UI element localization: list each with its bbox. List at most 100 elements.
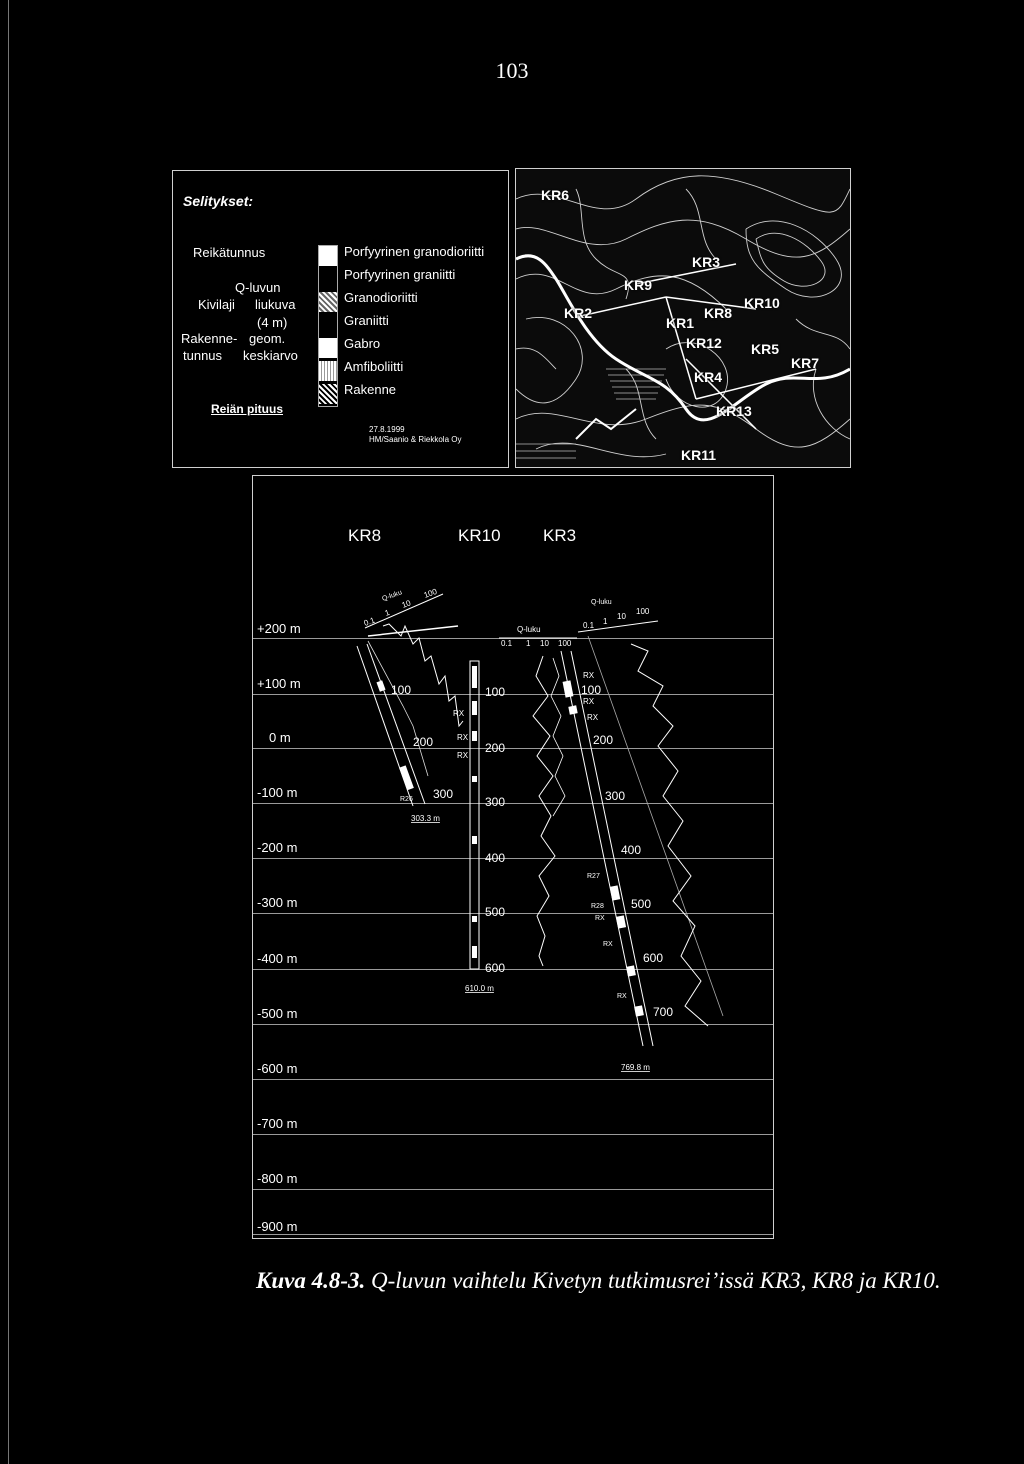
kr3-rx-label: RX [587, 713, 599, 722]
legend-item: Amfiboliitti [344, 359, 404, 374]
depth-label: +100 m [257, 676, 301, 691]
depth-line [253, 1134, 773, 1135]
kr10-length-label: 610.0 m [465, 984, 494, 993]
kr10-q-tick: 1 [526, 639, 531, 648]
depth-label: -200 m [257, 840, 298, 855]
kr3-q-tick: 100 [636, 607, 650, 616]
kr3-rx-label: RX [603, 941, 613, 948]
depth-line [253, 858, 773, 859]
kr3-depth-mark: 200 [593, 733, 613, 747]
well-header-kr8: KR8 [348, 526, 382, 545]
swatch-porphyritic-granite [319, 269, 337, 289]
kr3-depth-mark: 400 [621, 843, 641, 857]
depth-label: -800 m [257, 1171, 298, 1186]
kr3-length-label: 769.8 m [621, 1063, 650, 1072]
legend-q-value: Q-luvun [235, 280, 281, 295]
kr3-rx-label: RX [595, 915, 605, 922]
kr3-r27-label: R27 [587, 873, 600, 880]
page-number: 103 [495, 58, 529, 83]
caption-text: Q-luvun vaihtelu Kivetyn tutkimusrei’iss… [371, 1268, 941, 1293]
kr8-structure-label: R26 [400, 796, 413, 803]
kr3-depth-mark: 300 [605, 789, 625, 803]
map-label-kr13: KR13 [716, 403, 752, 419]
kr3-depth-mark: 600 [643, 951, 663, 965]
kr10-rx-label: RX [457, 733, 469, 742]
swatch-structure [319, 384, 337, 404]
kr3-q-tick: 10 [617, 612, 626, 621]
map-label-kr10: KR10 [744, 295, 780, 311]
kr10-rx-label: RX [457, 751, 469, 760]
legend-swatches [318, 245, 338, 407]
well-header-kr3: KR3 [543, 526, 577, 545]
swatch-gabbro [319, 338, 337, 358]
map-label-kr6: KR6 [541, 187, 570, 203]
kr3-rx-label: RX [583, 697, 595, 706]
kr10-hole [469, 637, 577, 970]
kr8-hole [356, 623, 464, 807]
map-label-kr3: KR3 [692, 254, 721, 270]
section-graphics: 0.1 1 10 100 Q-luku Q-luku 0.1 1 10 100 … [356, 587, 724, 1072]
depth-label: -400 m [257, 951, 298, 966]
legend-id-label: tunnus [183, 348, 223, 363]
depth-label: -300 m [257, 895, 298, 910]
depth-line [253, 803, 773, 804]
caption-label: Kuva 4.8-3. [256, 1268, 366, 1293]
map-label-kr4: KR4 [694, 369, 723, 385]
kr3-q-tick: 1 [603, 617, 608, 626]
kr8-q-tick: 0.1 [363, 615, 377, 627]
well-header-kr10: KR10 [458, 526, 501, 545]
depth-line [253, 969, 773, 970]
kr8-q-tick: 1 [384, 608, 392, 618]
kr3-q-label: Q-luku [591, 599, 612, 606]
location-map: KR6 KR3 KR9 KR2 KR10 KR1 KR8 KR12 KR5 KR… [515, 168, 851, 468]
figure-caption: Kuva 4.8-3. Q-luvun vaihtelu Kivetyn tut… [256, 1268, 941, 1294]
depth-label: +200 m [257, 621, 301, 636]
swatch-porphyritic-granodiorite [319, 246, 337, 266]
map-label-kr12: KR12 [686, 335, 722, 351]
map-label-kr2: KR2 [564, 305, 593, 321]
map-contours [516, 175, 850, 459]
kr8-q-scale [364, 593, 444, 629]
kr10-depth-mark: 400 [485, 851, 505, 865]
legend-date-block: 27.8.1999 HM/Saanio & Riekkola Oy [369, 425, 461, 445]
kr3-depth-mark: 100 [581, 683, 601, 697]
kr10-q-tick: 10 [540, 639, 549, 648]
kr3-rx-label: RX [583, 671, 595, 680]
depth-line [253, 694, 773, 695]
kr10-q-tick: 0.1 [501, 639, 513, 648]
depth-line [253, 1024, 773, 1025]
map-label-kr5: KR5 [751, 341, 780, 357]
legend-panel: Selitykset: Reikätunnus Q-luvun Kivilaji… [172, 170, 509, 468]
kr3-q-tick: 0.1 [583, 621, 595, 630]
cross-section: KR8 KR10 KR3 +200 m +100 m 0 m -100 m -2… [252, 475, 774, 1239]
depth-line [253, 1189, 773, 1190]
legend-sliding: liukuva [255, 297, 296, 312]
kr3-rx-label: RX [617, 993, 627, 1000]
kr10-depth-mark: 600 [485, 961, 505, 975]
kr3-depth-mark: 700 [653, 1005, 673, 1019]
kr10-q-tick: 100 [558, 639, 572, 648]
kr8-depth-mark: 200 [413, 735, 433, 749]
depth-label: 0 m [269, 730, 291, 745]
kr8-depth-mark: 100 [391, 683, 411, 697]
kr8-depth-mark: 300 [433, 787, 453, 801]
legend-structure-prefix: Rakenne- [181, 331, 238, 346]
kr3-hole [560, 620, 724, 1047]
legend-hole-id: Reikätunnus [193, 245, 266, 260]
legend-title: Selitykset: [183, 193, 254, 209]
kr10-depth-mark: 300 [485, 795, 505, 809]
swatch-amphibolite [319, 361, 337, 381]
kr10-q-label: Q-luku [517, 625, 541, 634]
depth-label: -100 m [257, 785, 298, 800]
kr8-q-tick: 10 [401, 598, 413, 610]
kr10-rx-label: RX [453, 709, 465, 718]
kr10-depth-mark: 200 [485, 741, 505, 755]
legend-geom: geom. [249, 331, 286, 346]
depth-line [253, 913, 773, 914]
depth-line [253, 1234, 773, 1235]
map-label-kr1: KR1 [666, 315, 695, 331]
page-border-line [8, 0, 9, 1464]
legend-mean: keskiarvo [243, 348, 298, 363]
legend-item: Granodioriitti [344, 290, 418, 305]
kr3-r28-label: R28 [591, 903, 604, 910]
